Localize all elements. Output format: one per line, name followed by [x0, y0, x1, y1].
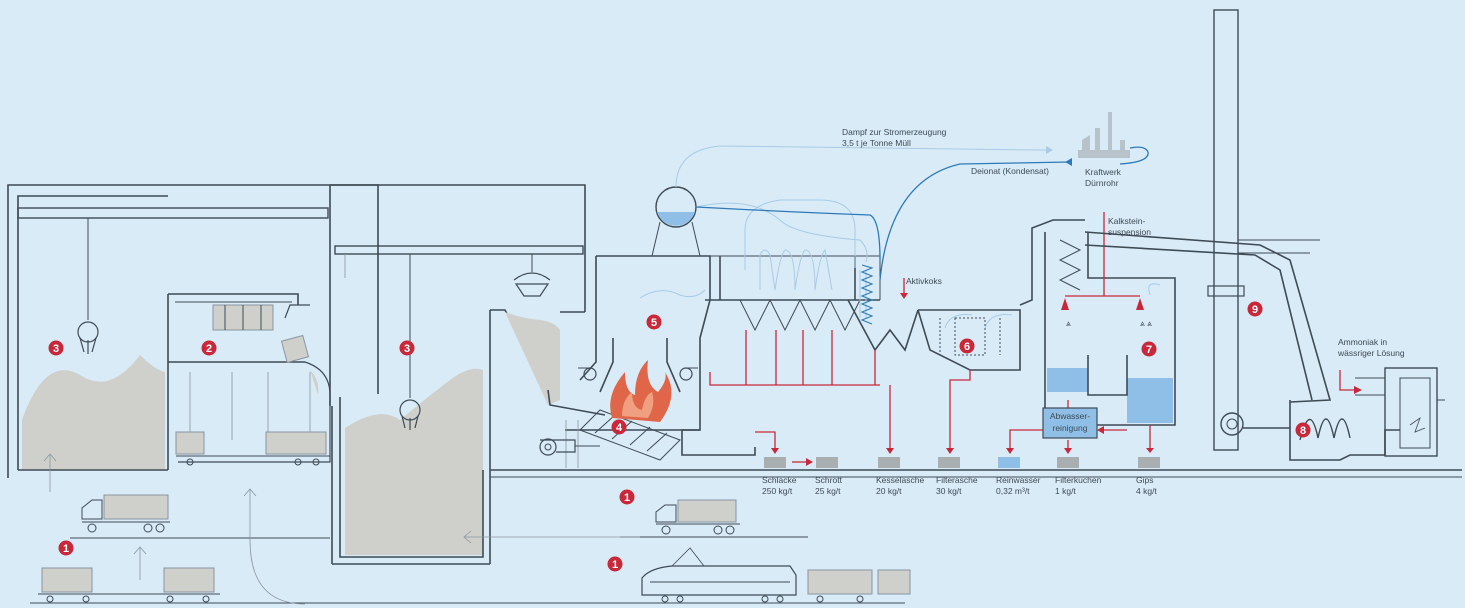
grate-icon [579, 409, 681, 461]
svg-text:4: 4 [616, 422, 623, 434]
output-amount: 4 kg/t [1136, 486, 1157, 496]
svg-text:8: 8 [1300, 425, 1306, 437]
step-markers: 1 1 1 2 3 3 4 5 6 7 8 9 [48, 301, 1311, 572]
blower-icon [539, 438, 600, 456]
marker-9: 9 [1247, 301, 1263, 317]
wastewater-label-line2: reinigung [1053, 423, 1088, 433]
crane-grab-icon [77, 321, 99, 354]
power-plant-label-line1: Kraftwerk [1085, 167, 1122, 177]
chimney [1207, 9, 1320, 451]
truck-icon [655, 499, 740, 535]
svg-text:⩓: ⩓ [1066, 318, 1071, 328]
output-amount: 250 kg/t [762, 486, 793, 496]
output-box-filterasche [938, 457, 960, 468]
steam-label-line1: Dampf zur Stromerzeugung [842, 127, 947, 137]
marker-7: 7 [1141, 341, 1157, 357]
svg-text:1: 1 [624, 492, 630, 504]
limestone-label-line2: suspension [1108, 227, 1151, 237]
steam-pipework [675, 145, 1041, 318]
marker-1: 1 [607, 556, 623, 572]
output-name: Gips [1136, 475, 1153, 485]
ammonia-label-line2: wässriger Lösung [1337, 348, 1405, 358]
svg-text:6: 6 [964, 341, 970, 353]
svg-text:1: 1 [612, 559, 618, 571]
marker-8: 8 [1295, 422, 1311, 438]
output-name: Reinwasser [996, 475, 1041, 485]
wastewater-label-line1: Abwasser- [1050, 411, 1090, 421]
bunker-hall-right [329, 184, 586, 565]
feed-grab-icon [513, 272, 551, 297]
power-plant-icon [1078, 112, 1130, 158]
power-plant-link [879, 112, 1149, 281]
limestone-label-line1: Kalkstein- [1108, 216, 1145, 226]
output-box-gips [1138, 457, 1160, 468]
ammonia-label-line1: Ammoniak in [1338, 337, 1387, 347]
output-name: Schlacke [762, 475, 797, 485]
output-name: Schrott [815, 475, 843, 485]
output-amount: 1 kg/t [1055, 486, 1076, 496]
output-boxes [764, 457, 1160, 468]
marker-6: 6 [959, 338, 975, 354]
fan-icon [578, 367, 597, 381]
marker-5: 5 [646, 314, 662, 330]
steam-label-line2: 3,5 t je Tonne Müll [842, 138, 911, 148]
marker-3: 3 [399, 340, 415, 356]
svg-text:5: 5 [651, 317, 657, 329]
rail-wagon-icon [38, 567, 220, 603]
denox-unit [1220, 367, 1445, 461]
annotation-labels: Dampf zur Stromerzeugung 3,5 t je Tonne … [842, 127, 1405, 358]
svg-text:2: 2 [206, 343, 212, 355]
svg-text:1: 1 [63, 543, 69, 555]
output-amount: 30 kg/t [936, 486, 962, 496]
output-box-reinwasser [998, 457, 1020, 468]
output-amount: 20 kg/t [876, 486, 902, 496]
output-box-schrott [816, 457, 838, 468]
output-box-filterkuchen [1057, 457, 1079, 468]
fan-icon [1220, 412, 1244, 436]
ground-lines [30, 469, 1462, 604]
svg-text:⩓ ⩓: ⩓ ⩓ [1140, 318, 1152, 328]
fan-icon [679, 367, 698, 381]
marker-1: 1 [619, 489, 635, 505]
locomotive-icon [641, 547, 797, 603]
svg-text:3: 3 [53, 343, 59, 355]
output-name: Filterasche [936, 475, 978, 485]
output-amount: 25 kg/t [815, 486, 841, 496]
heat-exchanger-icon [860, 264, 874, 325]
svg-text:3: 3 [404, 343, 410, 355]
output-labels: Schlacke 250 kg/t Schrott 25 kg/t Kessel… [762, 475, 1157, 496]
residue-lines [709, 212, 1127, 466]
condensate-label: Deionat (Kondensat) [971, 166, 1049, 176]
furnace-boiler [490, 255, 919, 468]
output-box-schlacke [764, 457, 786, 468]
scrubber-tower: ⩓ ⩓ ⩓ [1044, 220, 1176, 453]
output-name: Kesselasche [876, 475, 924, 485]
output-amount: 0,32 m³/t [996, 486, 1030, 496]
flame-icon [610, 360, 672, 422]
svg-text:7: 7 [1146, 344, 1152, 356]
svg-text:9: 9 [1252, 304, 1258, 316]
output-name: Filterkuchen [1055, 475, 1102, 485]
rail-wagon-icon [807, 569, 911, 603]
marker-1: 1 [58, 540, 74, 556]
flue-duct [1084, 231, 1332, 403]
activated-coke-label: Aktivkoks [906, 276, 942, 286]
boiler-drum [651, 186, 701, 257]
rail-wagon-hall-icon [175, 431, 330, 466]
filter-unit [917, 219, 1085, 371]
delivery-arrows [43, 453, 640, 605]
crane-grab-icon [399, 399, 421, 430]
marker-4: 4 [611, 419, 627, 435]
bunker-hall-left [7, 184, 379, 478]
truck-icon [81, 494, 170, 533]
marker-2: 2 [201, 340, 217, 356]
wastewater-treatment-box: Abwasser- reinigung [1042, 407, 1098, 439]
marker-3: 3 [48, 340, 64, 356]
output-box-kesselasche [878, 457, 900, 468]
power-plant-label-line2: Dürnrohr [1085, 178, 1119, 188]
